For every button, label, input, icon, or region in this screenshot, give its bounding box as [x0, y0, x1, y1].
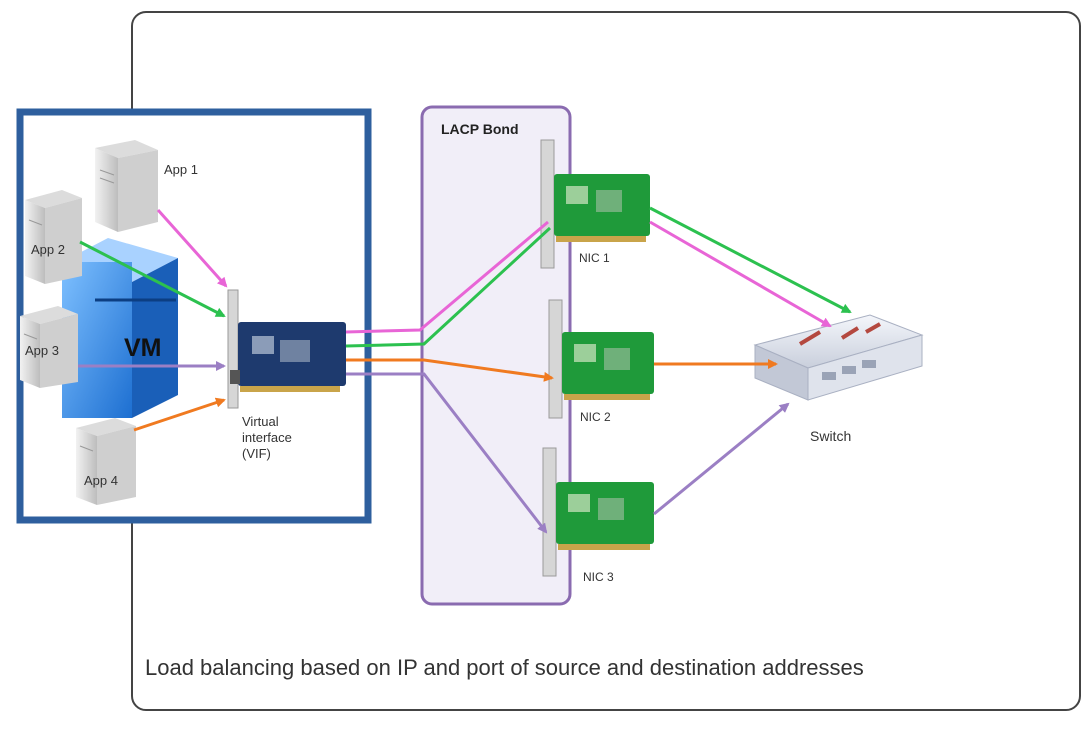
diagram-caption: Load balancing based on IP and port of s…: [145, 655, 864, 680]
app1-flow-arrow: [156, 208, 228, 288]
green-flow-to-switch: [649, 206, 852, 314]
app3-label: App 3: [25, 343, 59, 358]
app4-flow-arrow: [133, 397, 226, 432]
nic2-label: NIC 2: [580, 410, 611, 424]
purple-flow-to-nic3: [346, 372, 548, 534]
green-flow-to-nic1: [345, 226, 552, 348]
vm-label: VM: [124, 334, 162, 362]
nic3-label: NIC 3: [583, 570, 614, 584]
switch-icon: [753, 314, 924, 401]
orange-flow-to-nic2: [346, 358, 554, 382]
app2-label: App 2: [31, 242, 65, 257]
nic3-card-icon: [542, 447, 654, 577]
vm-box: [62, 238, 178, 418]
vif-label: Virtual interface (VIF): [242, 414, 292, 461]
nic1-label: NIC 1: [579, 251, 610, 265]
nic1-card-icon: [540, 139, 650, 269]
app3-server-icon: [20, 306, 78, 388]
switch-label: Switch: [810, 428, 852, 444]
app2-flow-arrow: [79, 240, 226, 318]
pink-flow-to-nic1: [345, 220, 549, 334]
nic2-card-icon: [548, 299, 654, 419]
purple-flow-to-switch: [653, 402, 790, 516]
vif-card-icon: [227, 289, 346, 409]
pink-flow-to-switch: [649, 220, 832, 328]
app4-server-icon: [76, 418, 136, 505]
lacp-bond-title: LACP Bond: [441, 121, 519, 137]
app2-server-icon: [25, 190, 82, 284]
app1-label: App 1: [164, 162, 198, 177]
app4-label: App 4: [84, 473, 118, 488]
app1-server-icon: [95, 140, 158, 232]
